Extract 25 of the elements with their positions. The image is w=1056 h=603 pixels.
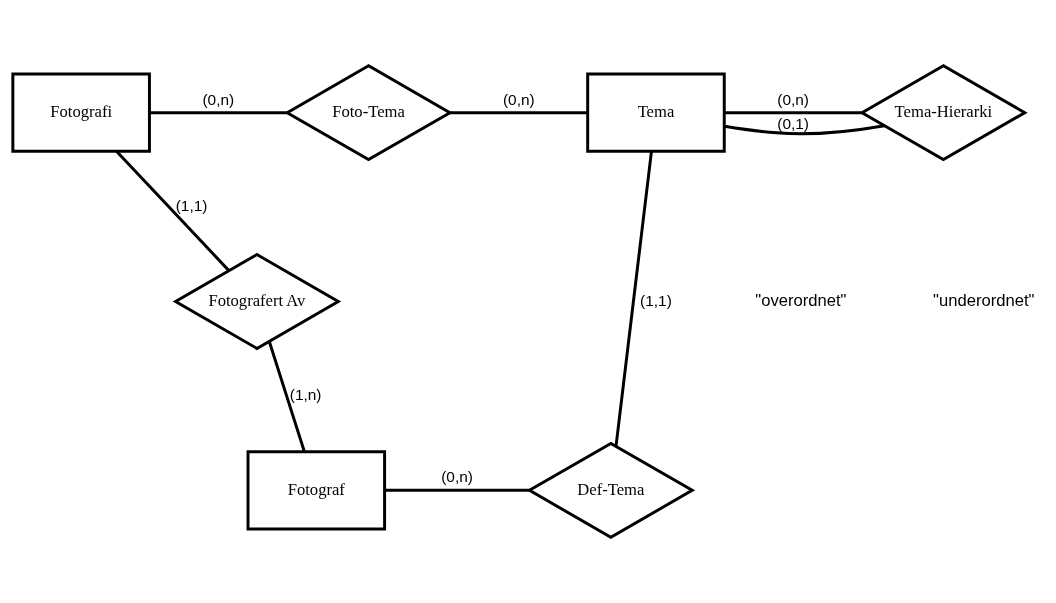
- node-box: Fotograf: [246, 450, 387, 531]
- connector: [267, 340, 306, 452]
- connector: [614, 151, 653, 447]
- label: "overordnet": [755, 290, 847, 310]
- connector: [450, 111, 588, 115]
- edge-label: (0,n): [441, 468, 473, 486]
- connector: [724, 111, 862, 115]
- node-box: Tema: [586, 72, 726, 153]
- edge-label: (1,n): [289, 385, 322, 403]
- node-diamond: Foto-Tema: [284, 64, 453, 162]
- connector: [384, 488, 530, 492]
- node-diamond: Def-Tema: [526, 441, 696, 539]
- node-box: Fotografi: [11, 72, 151, 153]
- edge-label: (0,n): [777, 90, 809, 108]
- connector: [724, 124, 885, 136]
- connector: [149, 111, 287, 115]
- label: "underordnet": [933, 290, 1035, 310]
- edge-label: (0,n): [502, 90, 535, 108]
- edge-label: (1,1): [175, 197, 208, 215]
- edge-label: (1,1): [640, 291, 672, 309]
- node-diamond: Fotografert Av: [172, 252, 342, 351]
- node-diamond: Tema-Hierarki: [859, 64, 1028, 162]
- edge-label: (0,1): [777, 114, 809, 132]
- connector: [115, 150, 230, 272]
- edge-label: (0,n): [202, 90, 235, 108]
